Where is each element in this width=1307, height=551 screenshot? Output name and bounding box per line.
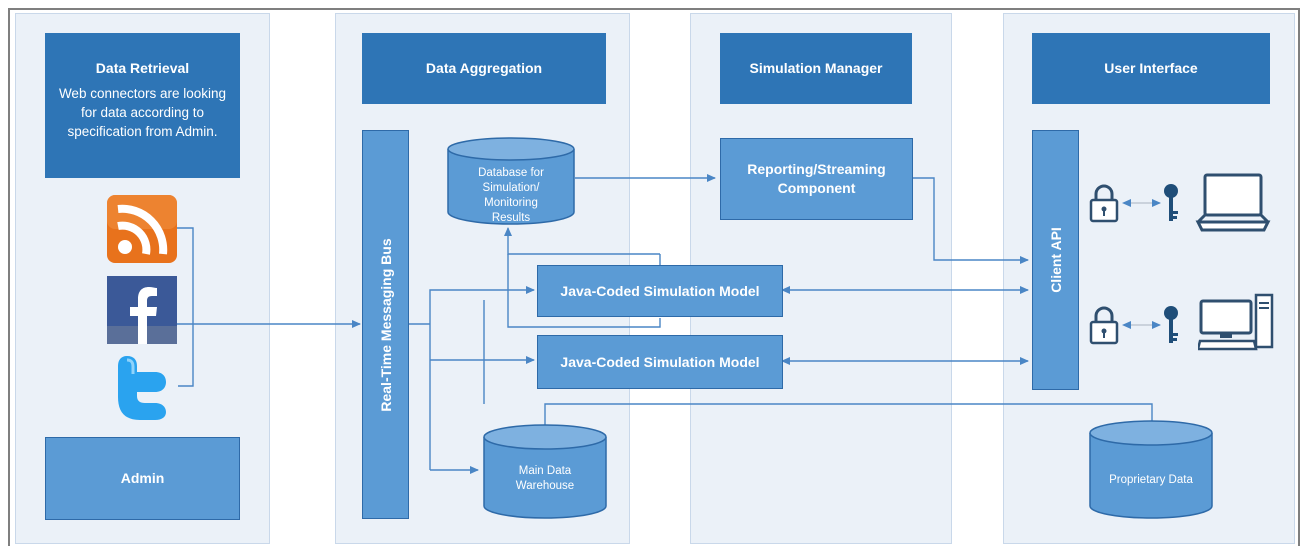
reporting-component-box: Reporting/Streaming Component [720, 138, 913, 220]
data-aggregation-title: Data Aggregation [425, 60, 543, 76]
key-icon [1160, 304, 1182, 346]
admin-box: Admin [45, 437, 240, 520]
data-retrieval-title: Data Retrieval [95, 60, 190, 76]
rss-icon [107, 195, 177, 263]
data-aggregation-header: Data Aggregation [362, 33, 606, 104]
social-bracket-line [177, 227, 194, 387]
twitter-icon [110, 352, 172, 420]
user-interface-title: User Interface [1104, 60, 1198, 76]
main-data-warehouse-label: Main Data Warehouse [515, 465, 575, 492]
client-api-label: Client API [1047, 227, 1064, 293]
data-retrieval-description: Web connectors are looking for data acco… [58, 86, 227, 139]
main-data-warehouse: Main Data Warehouse [482, 423, 608, 520]
client-api-bar: Client API [1032, 130, 1079, 390]
user-interface-header: User Interface [1032, 33, 1270, 104]
messaging-bus-label: Real-Time Messaging Bus [377, 237, 394, 412]
laptop-icon [1195, 172, 1271, 234]
key-icon [1160, 182, 1182, 224]
reporting-component-label: Reporting/Streaming Component [747, 161, 886, 196]
simulation-model-2: Java-Coded Simulation Model [537, 335, 783, 389]
simulation-model-1: Java-Coded Simulation Model [537, 265, 783, 317]
results-database-label: Database for Simulation/ Monitoring Resu… [478, 167, 544, 224]
simulation-manager-header: Simulation Manager [720, 33, 912, 104]
desktop-computer-icon [1196, 293, 1276, 355]
proprietary-data-label: Proprietary Data [1109, 474, 1193, 486]
results-database: Database for Simulation/ Monitoring Resu… [446, 136, 576, 226]
simulation-model-2-label: Java-Coded Simulation Model [560, 353, 760, 370]
lock-icon [1088, 305, 1120, 345]
facebook-icon [107, 276, 177, 344]
admin-label: Admin [120, 470, 165, 486]
simulation-manager-title: Simulation Manager [749, 60, 883, 76]
simulation-model-1-label: Java-Coded Simulation Model [560, 282, 760, 299]
proprietary-data: Proprietary Data [1088, 418, 1214, 520]
data-retrieval-header: Data Retrieval Web connectors are lookin… [45, 33, 240, 178]
messaging-bus: Real-Time Messaging Bus [362, 130, 409, 519]
lock-icon [1088, 183, 1120, 223]
